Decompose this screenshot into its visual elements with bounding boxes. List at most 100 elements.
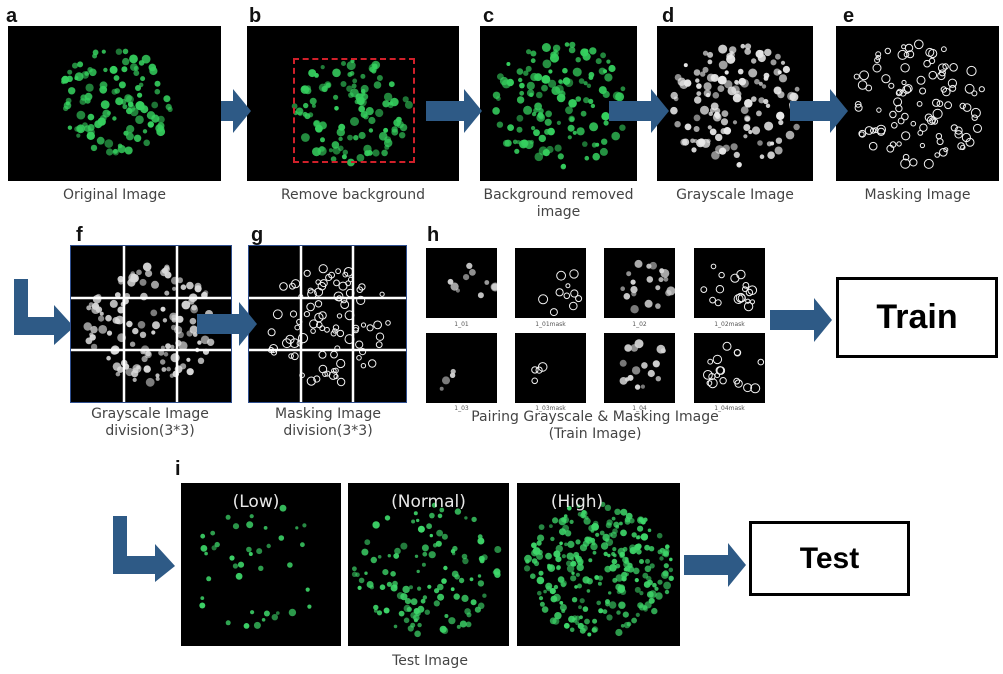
panel-letter-b: b [249, 5, 262, 27]
cell [148, 63, 157, 72]
cell [617, 585, 626, 593]
panel-letter-a: a [6, 5, 18, 27]
cell [608, 591, 612, 595]
cell [631, 617, 637, 624]
cell [854, 103, 863, 112]
cell [566, 565, 575, 573]
pair-label: 1_02 [632, 321, 647, 328]
cell [589, 122, 599, 132]
cell [663, 563, 669, 569]
cell [655, 592, 663, 600]
cell [556, 270, 566, 281]
cell [469, 577, 474, 582]
cell [737, 68, 744, 75]
cell [637, 525, 644, 532]
cell [756, 110, 762, 117]
cell [366, 324, 374, 332]
cell [305, 587, 310, 592]
cell [648, 597, 655, 604]
cell [398, 610, 405, 617]
cell [902, 153, 910, 161]
cell [707, 378, 718, 389]
cell [538, 134, 546, 143]
cell [470, 599, 477, 606]
cell [707, 51, 714, 58]
cell [278, 535, 285, 541]
cell [579, 598, 585, 604]
cell [655, 285, 661, 291]
cell [469, 269, 476, 276]
cell [479, 558, 485, 564]
cell [506, 78, 514, 87]
cell [634, 578, 639, 583]
cell [896, 141, 902, 147]
cell [342, 149, 348, 155]
cell [416, 569, 420, 574]
cell [598, 67, 606, 75]
cell [375, 332, 385, 341]
cell [447, 278, 454, 285]
cell [590, 103, 596, 109]
cell [737, 162, 742, 167]
cell [648, 546, 655, 552]
cell [575, 57, 581, 63]
cell [499, 76, 509, 86]
cell [903, 51, 910, 58]
cell [564, 530, 572, 537]
cell [611, 516, 616, 521]
panel-letter-h: h [427, 224, 440, 246]
cell [638, 517, 644, 523]
cell [466, 262, 473, 269]
cell [441, 533, 448, 540]
remove-background-image [247, 26, 459, 181]
cell [745, 288, 754, 297]
cell [550, 51, 557, 58]
cell [615, 92, 625, 102]
cell [170, 344, 175, 350]
cell [411, 519, 416, 524]
cell [733, 349, 741, 356]
cell [96, 136, 105, 145]
cell [358, 577, 365, 584]
cell [263, 610, 270, 617]
cell [928, 70, 938, 80]
cell [338, 136, 343, 142]
cell [743, 134, 748, 139]
cell [352, 78, 358, 84]
cell [313, 119, 321, 128]
cell [555, 556, 562, 563]
cell [289, 282, 296, 290]
cell [744, 48, 751, 55]
right-arrow-icon [790, 89, 848, 133]
cell [151, 280, 159, 289]
cell [360, 322, 367, 328]
cell [461, 594, 469, 602]
cell [959, 102, 966, 110]
pair-label: 1_03 [454, 405, 469, 412]
cell [402, 96, 409, 103]
cell [644, 544, 650, 551]
cell [347, 134, 353, 141]
cell [793, 123, 800, 131]
cell [306, 302, 315, 312]
cell [526, 81, 535, 90]
cell [333, 291, 344, 302]
cell [544, 128, 551, 135]
cell [605, 522, 612, 529]
cell [360, 73, 366, 79]
cell [923, 59, 931, 68]
cell [564, 78, 574, 87]
cell [165, 343, 171, 349]
cell [602, 111, 609, 118]
cell [516, 114, 524, 122]
cell [330, 156, 337, 162]
cell [571, 571, 575, 575]
cell [777, 111, 784, 118]
cell [394, 547, 401, 555]
cell [765, 103, 771, 109]
cell [574, 554, 580, 560]
cell [365, 107, 374, 116]
cell [267, 328, 276, 337]
cell [557, 153, 564, 160]
cell [422, 551, 428, 557]
